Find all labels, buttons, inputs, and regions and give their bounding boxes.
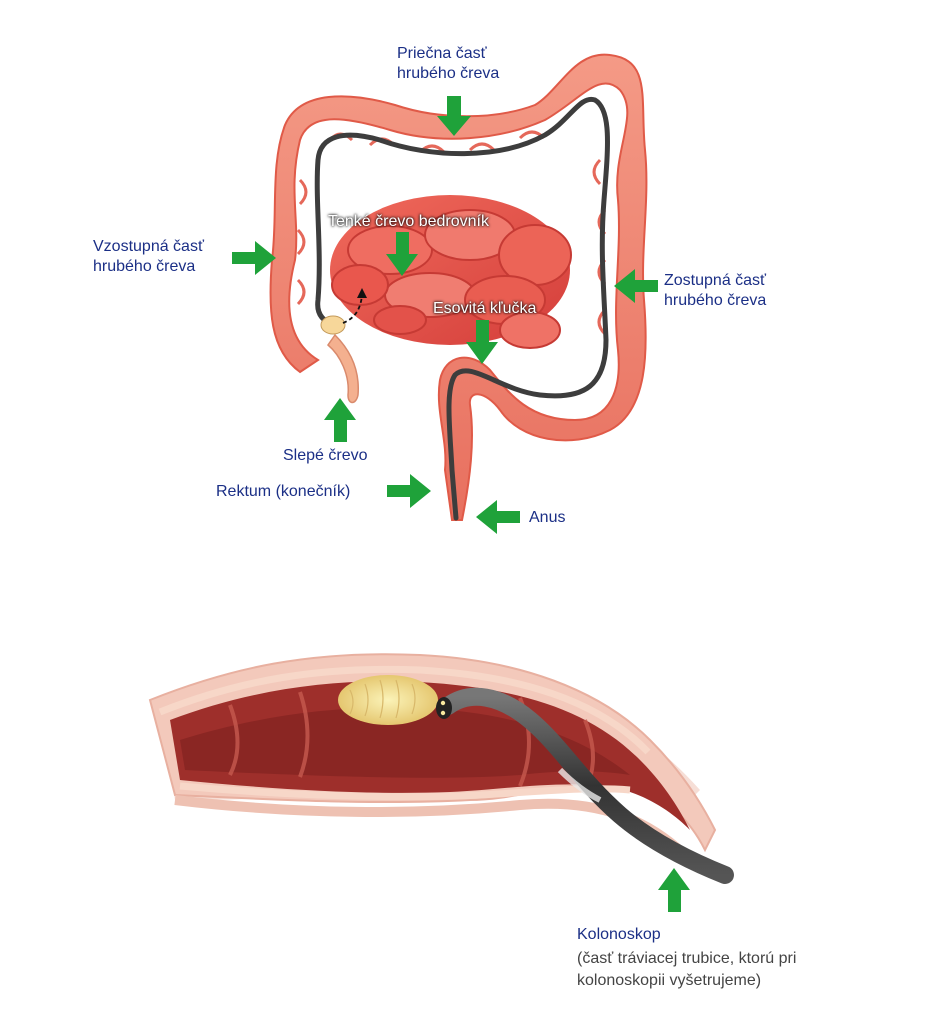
label-cecum: Slepé črevo	[283, 447, 368, 464]
arrow-right-icon	[387, 474, 431, 508]
label-colonoscope: Kolonoskop	[577, 926, 661, 943]
appendix	[326, 333, 359, 404]
arrow-up-icon	[658, 868, 690, 912]
label-transverse-colon: Priečna časť hrubého čreva	[397, 44, 499, 84]
label-line: kolonoskopii vyšetrujeme)	[577, 972, 762, 989]
colonoscope-path	[314, 96, 610, 521]
label-rectum: Rektum (konečník)	[216, 483, 351, 500]
arrow-right-icon	[232, 241, 276, 275]
colonoscope	[439, 687, 734, 884]
label-ascending-colon: Vzostupná časť hrubého čreva	[93, 237, 204, 277]
label-small-intestine: Tenké črevo bedrovník	[328, 213, 489, 230]
label-line: hrubého čreva	[397, 65, 500, 82]
arrow-down-icon	[386, 232, 418, 276]
label-line: (časť tráviacej trubice, ktorú pri	[577, 950, 797, 967]
label-line: hrubého čreva	[664, 292, 767, 309]
label-anus: Anus	[529, 509, 566, 526]
colon-cross-section	[148, 653, 734, 912]
arrow-down-icon	[437, 96, 471, 136]
label-line: hrubého čreva	[93, 258, 196, 275]
label-line: Zostupná časť	[664, 272, 767, 289]
dashed-direction-arrow	[342, 295, 363, 324]
arrow-left-icon	[476, 500, 520, 534]
label-line: Vzostupná časť	[93, 238, 204, 255]
scope-tip	[320, 315, 346, 335]
label-line: Priečna časť	[397, 45, 487, 62]
small-intestine	[330, 195, 572, 349]
arrow-down-icon	[466, 320, 498, 364]
colonoscope-tip	[436, 697, 452, 719]
label-colonoscope-description: (časť tráviacej trubice, ktorú pri kolon…	[577, 948, 796, 992]
arrow-up-icon	[324, 398, 356, 442]
colon-anatomy	[269, 53, 648, 521]
label-sigmoid: Esovitá kľučka	[433, 300, 537, 317]
arrow-left-icon	[614, 269, 658, 303]
label-descending-colon: Zostupná časť hrubého čreva	[664, 271, 766, 311]
